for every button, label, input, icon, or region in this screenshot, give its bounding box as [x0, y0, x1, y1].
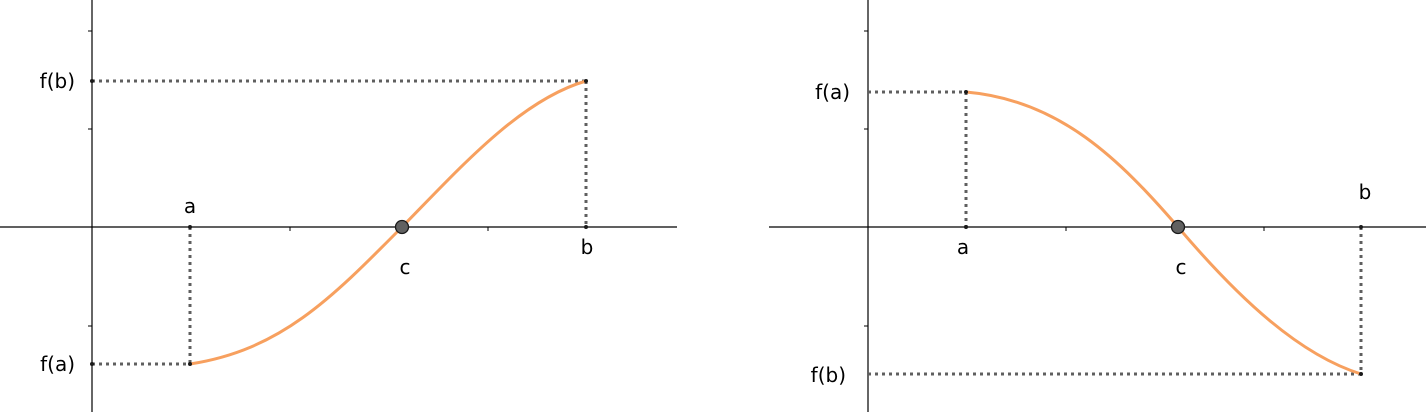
right-label-b: b	[1359, 180, 1372, 204]
left-label-a: a	[184, 194, 196, 218]
right-graph: a b c f(a) f(b)	[769, 0, 1426, 412]
right-label-c: c	[1176, 255, 1187, 279]
right-point-b-fb	[1359, 372, 1363, 376]
right-y-ticks	[864, 30, 868, 327]
left-label-fa: f(a)	[40, 352, 75, 376]
left-point-fa	[90, 362, 94, 366]
left-graph: a b c f(b) f(a)	[0, 0, 677, 412]
right-point-b	[1359, 225, 1363, 229]
left-function-curve	[188, 79, 588, 366]
left-point-a	[188, 225, 192, 229]
right-label-fa: f(a)	[815, 80, 850, 104]
left-point-fb	[90, 79, 94, 83]
left-point-b	[584, 225, 588, 229]
right-x-ticks	[1065, 227, 1265, 231]
right-label-fb: f(b)	[811, 363, 846, 387]
left-point-b-fb	[584, 79, 588, 83]
left-x-ticks	[289, 227, 489, 231]
right-root-point-c	[1170, 219, 1186, 235]
right-point-a-fa	[964, 90, 968, 94]
left-label-b: b	[581, 235, 594, 259]
left-label-fb: f(b)	[40, 69, 75, 93]
left-label-c: c	[400, 255, 411, 279]
right-label-a: a	[957, 235, 969, 259]
right-point-a	[964, 225, 968, 229]
left-y-ticks	[88, 30, 92, 327]
left-point-a-fa	[188, 362, 192, 366]
left-root-point-c	[394, 219, 410, 235]
right-function-curve	[964, 90, 1363, 376]
